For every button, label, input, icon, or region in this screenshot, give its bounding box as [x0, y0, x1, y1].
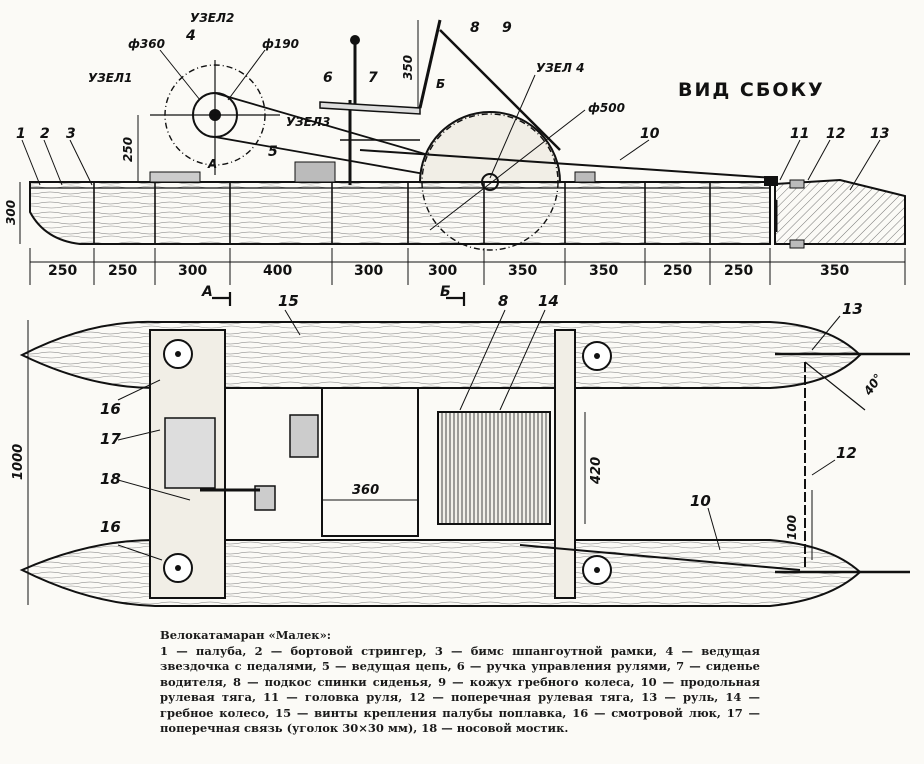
section-b-mark: Б: [440, 284, 451, 300]
plan-n12: 12: [836, 444, 857, 462]
caption-title: Велокатамаран «Малек»:: [160, 628, 332, 642]
plan-float-lower: [19, 539, 862, 607]
label-n12: 12: [826, 126, 845, 142]
label-h350: 350: [401, 55, 415, 80]
plan-n14: 14: [538, 292, 559, 310]
caption-text: 1 — палуба, 2 — бортовой стрингер, 3 — б…: [160, 643, 760, 736]
plan-n18: 18: [100, 470, 121, 488]
side-rudder: [774, 178, 906, 245]
inspection-hatches: [163, 339, 612, 585]
label-n1: 1: [16, 126, 26, 142]
dim-11: 350: [820, 263, 849, 279]
plan-longitudinal-rod: [519, 544, 801, 571]
dim-10: 250: [724, 263, 753, 279]
dim-6: 300: [428, 263, 457, 279]
side-view: [19, 19, 906, 285]
label-n7: 7: [368, 70, 378, 86]
label-uzel1: УЗЕЛ1: [88, 71, 132, 85]
plan-angle-40: 40°: [860, 371, 885, 398]
side-hull: [29, 181, 771, 245]
rudder-head: [764, 176, 778, 186]
label-h250: 250: [121, 137, 135, 162]
driver-seat: [319, 101, 421, 115]
plan-n13: 13: [842, 300, 863, 318]
label-h300: 300: [4, 200, 18, 225]
dim-9: 250: [663, 263, 692, 279]
dim-8: 350: [589, 263, 618, 279]
label-n6: 6: [323, 70, 333, 86]
dim-5: 300: [354, 263, 383, 279]
dim-3: 300: [178, 263, 207, 279]
plan-n16-top: 16: [100, 400, 121, 418]
label-uzel4: УЗЕЛ 4: [536, 61, 584, 75]
side-dimension-chain: 250 250 300 400 300 300 350 350 250 250 …: [48, 263, 849, 279]
dim-4: 400: [263, 263, 292, 279]
longitudinal-steering-rod: [359, 149, 776, 179]
label-uzel3: УЗЕЛ3: [286, 115, 330, 129]
plan-n17: 17: [100, 430, 121, 448]
plan-seat: [321, 387, 419, 537]
catamaran-drawing: ВИД СБОКУ УЗЕЛ1 УЗЕЛ2 УЗЕЛ3 УЗЕЛ 4 ф360 …: [4, 11, 910, 607]
figure-caption: Велокатамаран «Малек»: 1 — палуба, 2 — б…: [160, 628, 760, 737]
seat-back-strut: [439, 29, 561, 151]
view-title: ВИД СБОКУ: [678, 79, 825, 101]
dim-7: 350: [508, 263, 537, 279]
paddle-wheel: [421, 113, 559, 251]
label-n13: 13: [870, 126, 889, 142]
label-n11: 11: [790, 126, 809, 142]
plan-dim-420: 420: [589, 457, 604, 485]
label-n2: 2: [40, 126, 50, 142]
plan-paddle-wheel: [437, 411, 551, 525]
label-n4: 4: [185, 28, 196, 44]
plan-float-upper: [19, 320, 862, 389]
plan-n16-bottom: 16: [100, 518, 121, 536]
plan-view: [19, 309, 910, 607]
label-a-upper: А: [207, 157, 217, 171]
label-d190: ф190: [262, 37, 299, 51]
label-b-upper: Б: [436, 77, 445, 91]
plan-n8: 8: [498, 292, 508, 310]
plan-dim-360: 360: [352, 483, 379, 498]
plan-dim-1000: 1000: [11, 444, 26, 480]
plan-n10: 10: [690, 492, 711, 510]
plan-n15: 15: [278, 292, 299, 310]
plan-dim-100: 100: [785, 515, 799, 540]
label-n3: 3: [66, 126, 76, 142]
paddle-wheel-housing: [418, 111, 562, 183]
section-a-mark: А: [201, 284, 213, 300]
label-n10: 10: [640, 126, 660, 142]
label-n8: 8: [470, 20, 480, 36]
label-d500: ф500: [588, 101, 625, 115]
dim-2: 250: [108, 263, 137, 279]
label-n9: 9: [502, 20, 512, 36]
label-uzel2: УЗЕЛ2: [190, 11, 234, 25]
label-n5: 5: [268, 144, 278, 160]
dim-1: 250: [48, 263, 77, 279]
label-d360: ф360: [128, 37, 165, 51]
